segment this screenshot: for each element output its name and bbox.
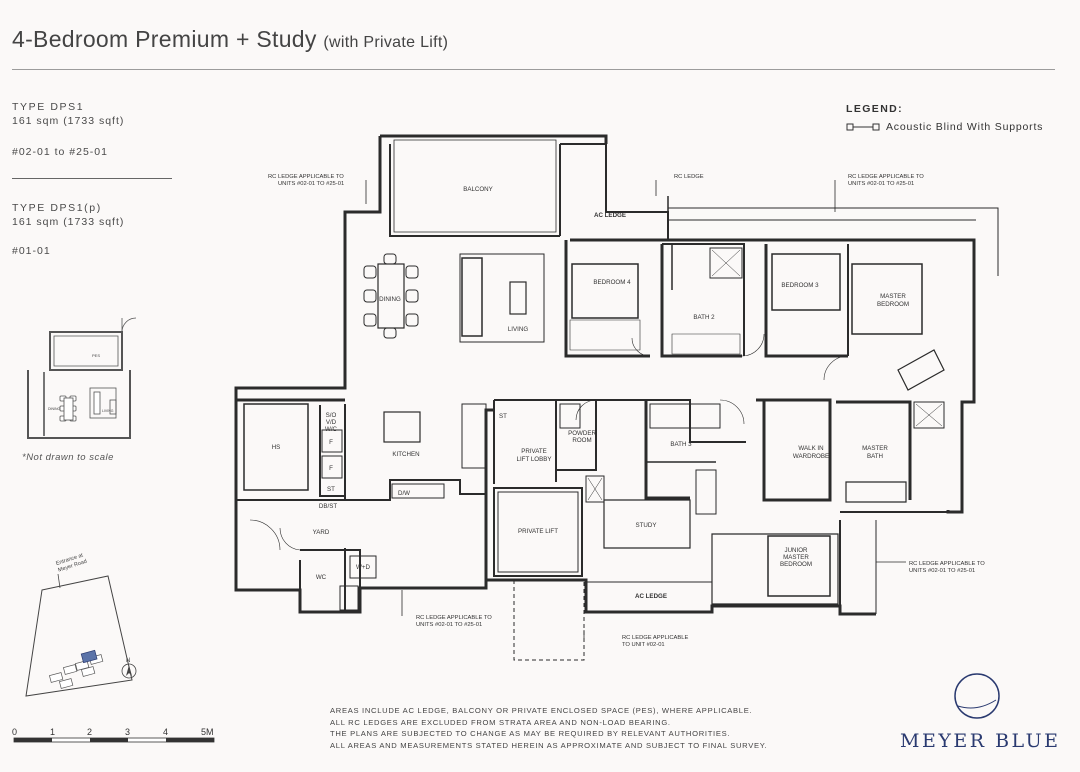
room-bath-3: BATH 3 — [670, 441, 692, 448]
unit-type-2-units: #01-01 — [12, 245, 51, 257]
unit-type-1-area: 161 sqm (1733 sqft) — [12, 115, 125, 127]
scale-tick-4: 4 — [163, 727, 168, 737]
scale-tick-1: 1 — [50, 727, 55, 737]
page-subtitle: (with Private Lift) — [323, 34, 449, 51]
room-dishwasher: D/W — [398, 490, 410, 497]
legend-item-label: Acoustic Blind With Supports — [886, 121, 1044, 133]
not-to-scale-note: *Not drawn to scale — [22, 452, 114, 463]
legend-item-acoustic-blind: Acoustic Blind With Supports — [846, 121, 1043, 133]
north-label: N — [126, 658, 130, 664]
room-dining: DINING — [379, 296, 401, 303]
scale-tick-2: 2 — [87, 727, 92, 737]
room-ac-ledge-bottom: AC LEDGE — [635, 593, 667, 600]
key-plan: PES DINING LIVING — [27, 317, 137, 439]
room-bedroom-4: BEDROOM 4 — [593, 279, 631, 286]
room-bedroom-3: BEDROOM 3 — [781, 282, 819, 289]
scale-tick-0: 0 — [12, 727, 17, 737]
key-plan-living-label: LIVING — [102, 409, 114, 413]
unit-type-1-name: TYPE DPS1 — [12, 101, 85, 113]
scale-bar: 0 1 2 3 4 5M — [12, 727, 215, 743]
key-plan-pes-label: PES — [92, 353, 100, 358]
disclaimer: AREAS INCLUDE AC LEDGE, BALCONY OR PRIVA… — [330, 705, 767, 751]
unit-type-1-units: #02-01 to #25-01 — [12, 146, 108, 158]
room-study: STUDY — [636, 522, 657, 529]
room-living: LIVING — [508, 326, 528, 333]
page-title: 4-Bedroom Premium + Study (with Private … — [12, 26, 448, 53]
room-private-lift: PRIVATE LIFT — [518, 528, 558, 535]
unit-type-2-area: 161 sqm (1733 sqft) — [12, 216, 125, 228]
acoustic-blind-symbol-icon — [846, 123, 880, 131]
disclaimer-line-4: ALL AREAS AND MEASUREMENTS STATED HEREIN… — [330, 740, 768, 750]
room-kitchen: KITCHEN — [392, 451, 419, 458]
room-bath-2: BATH 2 — [693, 314, 715, 321]
meyer-blue-logo-icon — [954, 673, 1000, 719]
room-wc: WC — [316, 574, 327, 581]
unit-type-1: TYPE DPS1 161 sqm (1733 sqft) — [12, 100, 124, 128]
scale-tick-3: 3 — [125, 727, 130, 737]
room-fridge-2: F — [329, 465, 333, 472]
disclaimer-line-1: AREAS INCLUDE AC LEDGE, BALCONY OR PRIVA… — [330, 706, 753, 715]
scale-tick-5: 5M — [201, 727, 214, 737]
highlighted-block — [80, 649, 98, 664]
disclaimer-line-2: ALL RC LEDGES ARE EXCLUDED FROM STRATA A… — [330, 717, 671, 727]
room-store-1: ST — [327, 486, 335, 493]
room-hs: HS — [272, 444, 281, 451]
key-plan-dining-label: DINING — [48, 407, 61, 411]
room-store-2: ST — [499, 413, 507, 420]
site-plan: Entrance atMeyer Road N — [25, 552, 137, 697]
annotation-rc-ledge-2: RC LEDGE — [674, 174, 704, 180]
north-arrow-icon — [121, 663, 137, 679]
legend-title: LEGEND: — [846, 103, 904, 115]
disclaimer-line-3: THE PLANS ARE SUBJECTED TO CHANGE AS MAY… — [330, 729, 731, 739]
room-washer-dryer: W+D — [356, 564, 370, 571]
room-fridge-1: F — [329, 439, 333, 446]
page-title-main: 4-Bedroom Premium + Study — [12, 26, 317, 52]
unit-type-divider — [12, 178, 172, 179]
room-balcony: BALCONY — [463, 186, 493, 193]
header-divider — [12, 69, 1055, 70]
unit-type-2: TYPE DPS1(p) 161 sqm (1733 sqft) — [12, 201, 124, 229]
room-db-store: DB/ST — [319, 503, 337, 510]
room-yard: YARD — [313, 529, 330, 536]
unit-type-2-name: TYPE DPS1(p) — [12, 202, 102, 214]
brand-name: MEYER BLUE — [900, 730, 1061, 752]
room-ac-ledge-top: AC LEDGE — [594, 212, 626, 219]
